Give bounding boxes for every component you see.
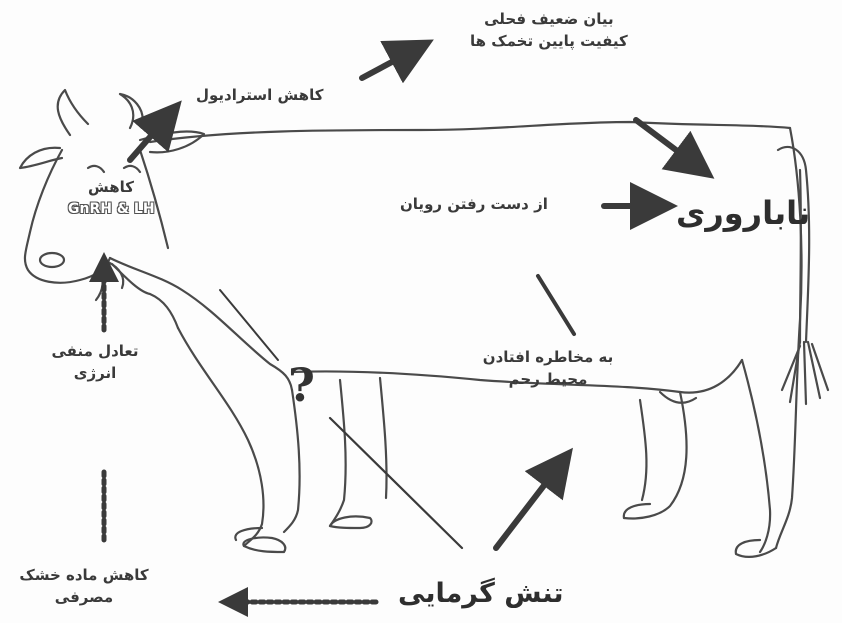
label-poor-semen: بیان ضعیف فحلی کیفیت پایین تخمک ها [470, 8, 628, 52]
label-uterus: به مخاطره افتادن محیط رحم [478, 346, 618, 390]
arrow-heat-to-uterus [496, 462, 562, 548]
question-mark: ? [288, 358, 315, 412]
line-uterus [538, 276, 574, 334]
cow-outline [20, 90, 828, 557]
label-infertility: ناباروری [676, 194, 810, 232]
label-gnrh: کاهش GnRH & LH [68, 176, 154, 220]
label-estradiol: کاهش استرادیول [196, 84, 323, 106]
label-negative-energy: تعادل منفی انرژی [40, 340, 150, 384]
arrow-to-infertility [636, 120, 700, 168]
label-embryo-loss: از دست رفتن رویان [400, 193, 548, 215]
label-dry-matter: کاهش ماده خشک مصرفی [8, 564, 160, 608]
arrow-poor-fertility-quality [362, 48, 418, 78]
label-heat-stress: تنش گرمایی [398, 578, 564, 609]
